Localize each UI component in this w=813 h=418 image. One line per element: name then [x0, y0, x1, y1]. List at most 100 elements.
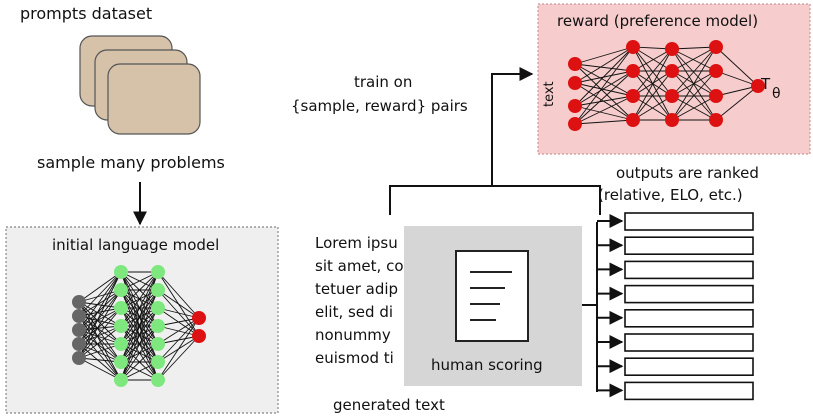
lm-edge [78, 271, 122, 303]
lm-node [151, 283, 165, 297]
lm-edge [157, 307, 200, 319]
lm-edge [78, 289, 122, 317]
rm-node [665, 89, 679, 103]
reward-output-subscript: θ [772, 86, 781, 102]
rm-node [665, 113, 679, 127]
rm-edge [671, 70, 717, 121]
prompt-card-front [107, 63, 201, 135]
rm-edge [574, 95, 634, 125]
lm-edge [78, 301, 122, 309]
reward-model-box [537, 3, 811, 155]
lm-node [151, 337, 165, 351]
rm-edge [574, 70, 634, 125]
rm-edge [671, 48, 717, 97]
bracket-line [389, 185, 601, 215]
lm-edge [78, 271, 122, 317]
lm-edge [78, 271, 122, 359]
lm-edge [78, 315, 122, 327]
lm-edge [157, 335, 200, 381]
rm-edge [632, 46, 673, 97]
outputs-ranked-label: outputs are ranked [616, 164, 759, 182]
generated-text-caption: generated text [333, 396, 445, 414]
ranked-output-slot [624, 357, 754, 377]
lm-edge [157, 317, 200, 345]
human-scoring-label: human scoring [431, 356, 543, 374]
rm-edge [671, 48, 717, 72]
lm-node [151, 373, 165, 387]
lm-node [72, 323, 86, 337]
rm-edge [574, 119, 634, 125]
ranked-output-slot [624, 284, 754, 304]
lm-node [72, 351, 86, 365]
rm-edge [574, 63, 634, 97]
ranked-outputs-list [597, 212, 754, 401]
lm-edge [78, 325, 122, 345]
generated-text-line-2: sit amet, co [315, 257, 404, 275]
rm-edge [574, 63, 634, 121]
generated-text-line-4: elit, sed di [315, 303, 393, 321]
generated-text-line-1: Lorem ipsu [315, 234, 398, 252]
rm-edge [632, 46, 673, 72]
rm-node [626, 89, 640, 103]
lm-edge [78, 325, 122, 359]
reward-text-input-label: text [542, 81, 557, 107]
lm-node [72, 309, 86, 323]
lm-node [114, 265, 128, 279]
train-arrow [491, 67, 534, 186]
rm-edge [671, 95, 717, 121]
rm-node [568, 117, 582, 131]
lm-node [72, 337, 86, 351]
document-icon [455, 250, 529, 342]
rm-edge [574, 63, 634, 72]
rm-edge [715, 46, 759, 87]
lm-node [114, 301, 128, 315]
lm-edge [78, 357, 122, 363]
generated-text-line-6: euismod ti [315, 349, 394, 367]
ranked-output-slot [624, 236, 754, 255]
rm-node [709, 64, 723, 78]
generated-text-line-5: nonummy [315, 326, 391, 344]
initial-language-model-title: initial language model [52, 236, 219, 254]
lm-node [72, 295, 86, 309]
lm-edge [157, 317, 200, 381]
rm-edge [632, 70, 673, 121]
rm-edge [574, 46, 634, 125]
rm-node [665, 42, 679, 56]
reward-model-network [568, 40, 765, 131]
rm-edge [632, 48, 673, 97]
rm-node [568, 76, 582, 90]
lm-edge [78, 271, 122, 331]
lm-edge [78, 289, 122, 331]
rm-edge [715, 85, 759, 97]
lm-node [151, 319, 165, 333]
lm-edge [157, 289, 200, 319]
lm-edge [78, 307, 122, 359]
prompts-dataset-label: prompts dataset [20, 4, 152, 23]
lm-node [114, 283, 128, 297]
lm-node [151, 265, 165, 279]
rm-edge [574, 70, 634, 107]
reward-model-title: reward (preference model) [557, 12, 758, 30]
rm-edge [574, 46, 634, 84]
rm-edge [715, 70, 759, 87]
lm-edge [78, 289, 122, 345]
reward-output-label: T [760, 75, 771, 93]
outputs-ranked-detail: (relative, ELO, etc.) [598, 186, 743, 204]
lm-edge [78, 307, 122, 331]
ranked-output-slot [624, 212, 754, 231]
ranked-output-slot [624, 308, 754, 328]
lm-edge [78, 289, 122, 303]
rm-edge [574, 95, 634, 107]
rm-edge [574, 46, 634, 107]
prompts-stack [79, 35, 201, 135]
generated-text-block: Lorem ipsu sit amet, co tetuer adip elit… [315, 234, 404, 367]
rm-node [568, 57, 582, 71]
lm-node [151, 355, 165, 369]
rm-node [709, 113, 723, 127]
rm-edge [671, 46, 717, 72]
lm-edge [78, 289, 122, 359]
lm-edge [78, 271, 122, 345]
train-on-label: train on [354, 73, 412, 91]
lm-edge [120, 271, 159, 327]
